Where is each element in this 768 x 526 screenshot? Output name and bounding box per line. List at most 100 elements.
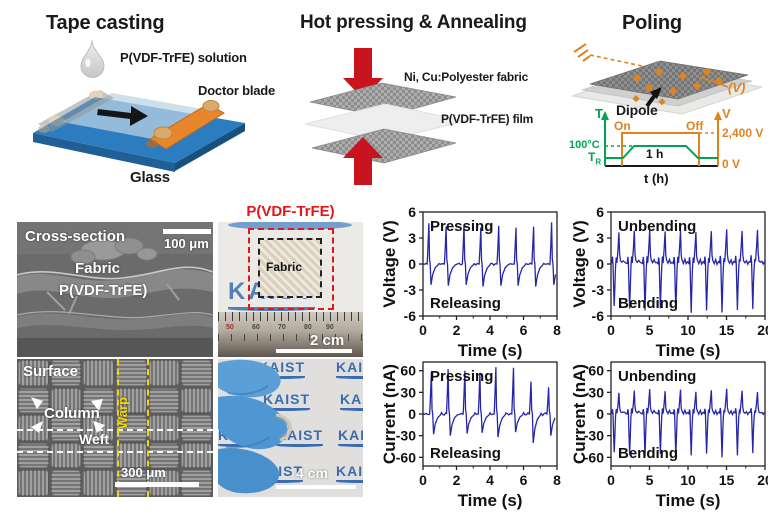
kaist-logo-text: KAIST	[338, 427, 363, 443]
sem-cross-section-art	[17, 222, 213, 357]
poling-duration-label: 1 h	[646, 147, 664, 161]
chart-ylabel: Voltage (V)	[570, 220, 589, 308]
temp-room-label: TR	[588, 150, 601, 166]
photo-fabric-label: Fabric	[266, 260, 303, 274]
x-tick-label: 20	[757, 322, 768, 338]
film-edge-glow	[228, 222, 352, 230]
x-tick-label: 4	[486, 472, 494, 488]
weave-cell	[83, 360, 114, 386]
chart-ylabel: Voltage (V)	[380, 220, 399, 308]
volt-axis-label: V	[722, 106, 731, 121]
ruler-number: 50	[226, 324, 234, 331]
x-tick-label: 0	[607, 472, 615, 488]
kaist-logo-small: KAIST	[263, 391, 310, 411]
x-tick-label: 0	[419, 472, 427, 488]
weave-cell	[83, 470, 114, 496]
cross-section-label: Cross-section	[25, 228, 126, 245]
cross-fabric-label: Fabric	[75, 260, 121, 277]
label-bottom: Releasing	[430, 295, 501, 312]
x-tick-label: 6	[520, 322, 528, 338]
bend-scalebar	[276, 485, 356, 489]
kaist-logo-swoosh	[256, 480, 303, 483]
hot-pressing-title: Hot pressing & Annealing	[300, 12, 527, 33]
label-top: Pressing	[430, 368, 493, 385]
chart-voltage-bending: Voltage (V) 630-3-605101520Time (s)Unben…	[570, 204, 768, 360]
voltage-high-label: 2,400 V	[722, 126, 764, 140]
chart-xlabel: Time (s)	[656, 491, 721, 510]
y-tick-label: 3	[596, 230, 604, 246]
x-tick-label: 6	[520, 472, 528, 488]
weave-cell	[50, 387, 82, 414]
label-bottom: Bending	[618, 445, 678, 462]
y-tick-label: -3	[592, 282, 605, 298]
pvdf-film-label: P(VDF-TrFE) film	[441, 112, 534, 126]
kaist-logo-swoosh	[258, 376, 305, 379]
weave-cell	[116, 415, 147, 441]
column-label: Column	[44, 405, 100, 422]
glove-hand	[218, 359, 292, 494]
x-tick-label: 2	[453, 322, 461, 338]
weave-cell	[83, 442, 114, 469]
doctor-blade	[146, 100, 225, 150]
weave-cell	[50, 470, 82, 496]
temp-axis-label: T	[595, 106, 603, 121]
y-tick-label: 0	[408, 406, 416, 422]
weave-cell	[50, 442, 82, 469]
ruler-number: 80	[304, 324, 312, 331]
y-tick-label: 0	[408, 256, 416, 272]
kaist-logo-text: KAIST	[340, 391, 363, 407]
bend-scale-label: 4 cm	[296, 465, 328, 481]
weave-cell	[181, 415, 212, 441]
film-outline-dashed	[248, 228, 334, 310]
surface-label: Surface	[23, 363, 79, 380]
kaist-logo-swoosh	[338, 444, 363, 447]
film-photo-title: P(VDF-TrFE)	[246, 203, 335, 220]
ruler-number: 70	[278, 324, 286, 331]
temp-100c-label: 100°C	[569, 139, 600, 151]
pvdf-film-sheet	[304, 103, 466, 142]
weave-cell	[116, 387, 147, 414]
voltage-wire	[699, 76, 729, 88]
x-tick-label: 8	[553, 472, 561, 488]
ruler-ticks-coarse	[218, 334, 363, 341]
ruler-ticks-fine	[218, 312, 363, 321]
fabric-region-dashed	[258, 238, 322, 298]
kaist-logo-small: KAIST	[336, 463, 363, 483]
y-tick-label: -30	[584, 428, 604, 444]
kaist-logo-small: KAIST	[340, 391, 363, 411]
kaist-logo-small: KAIST	[336, 359, 363, 379]
chart-xlabel: Time (s)	[656, 341, 721, 360]
label-top: Unbending	[618, 368, 696, 385]
weft-label: Weft	[79, 431, 110, 447]
ruler-number: 90	[326, 324, 334, 331]
label-bottom: Bending	[618, 295, 678, 312]
casting-direction-arrow	[97, 106, 148, 126]
y-tick-label: -30	[396, 428, 416, 444]
kaist-logo-swoosh	[340, 408, 363, 411]
weave-cell	[181, 387, 212, 414]
film-scale-label: 2 cm	[310, 332, 345, 349]
y-tick-label: -6	[404, 308, 417, 324]
ground-icon	[573, 43, 643, 67]
sem-cross-section-image: Cross-section 100 μm Fabric P(VDF-TrFE)	[17, 222, 213, 357]
poling-time-axis-label: t (h)	[644, 171, 669, 186]
x-tick-label: 15	[719, 322, 735, 338]
kaist-logo-text: KAIST	[336, 359, 363, 375]
dipole-label: Dipole	[616, 102, 658, 118]
warp-dashed-line-left	[117, 359, 119, 497]
weave-cell	[148, 415, 180, 441]
temp-room-sub: R	[595, 157, 602, 167]
x-tick-label: 0	[607, 322, 615, 338]
y-tick-label: 30	[588, 384, 604, 400]
label-top: Pressing	[430, 218, 493, 235]
y-tick-label: 60	[588, 363, 604, 379]
kaist-logo-swoosh	[336, 480, 363, 483]
weft-dashed-line-bottom	[17, 451, 213, 453]
weave-cell	[148, 360, 180, 386]
kaist-logo-swoosh	[263, 408, 310, 411]
